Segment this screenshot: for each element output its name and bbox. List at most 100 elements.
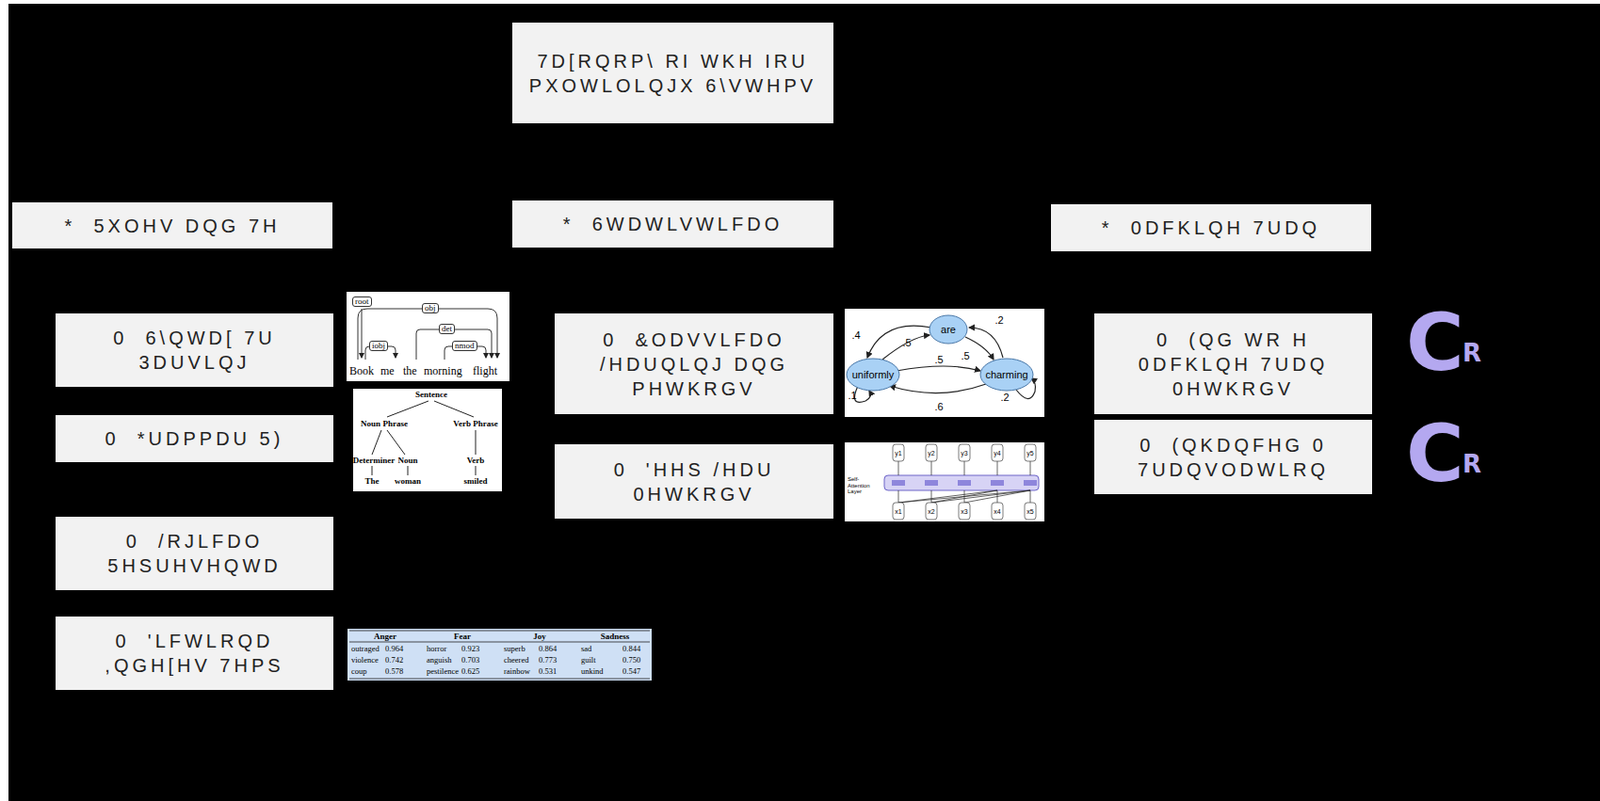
table-cell: horror <box>426 645 447 654</box>
method-box: 0 'HHS /HDU 0HWKRGV <box>554 444 834 519</box>
box-text: 0 'LFWLRQD ,QGH[HV 7HPS <box>63 629 326 679</box>
title-box: 7D[RQRP\ RI WKH IRU PXOWLOLQJX 6\VWHPV <box>512 22 834 124</box>
box-text: 0 /RJLFDO 5HSUHVHQWD <box>63 529 326 579</box>
tree-label: Sentence <box>415 390 448 400</box>
box-text: 0 (QKDQFHG 0 7UDQVODWLRQ <box>1101 433 1365 483</box>
table-cell: sad <box>581 645 592 654</box>
box-text: 7D[RQRP\ RI WKH IRU PXOWLOLQJX 6\VWHPV <box>519 48 826 98</box>
state-label: .2 <box>994 315 1003 326</box>
layer-label: y3 <box>960 450 968 457</box>
box-text: * 6WDWLVWLFDO <box>563 211 783 237</box>
box-text: * 0DFKLQH 7UDQ <box>1101 215 1321 241</box>
parse-tree <box>353 388 502 492</box>
table-cell: Anger <box>373 632 397 642</box>
state-label: .5 <box>934 355 943 366</box>
layer-label: Self-Attention Layer <box>847 476 880 496</box>
parse-label: det <box>438 323 455 335</box>
state-label: uniformly <box>852 370 895 381</box>
tree-label: Noun <box>397 456 418 466</box>
box-text: 0 6\QWD[ 7U 3DUVLQJ <box>63 325 326 375</box>
parse-label: root <box>352 296 372 308</box>
state-label: .2 <box>1000 392 1009 404</box>
table-cell: rainbow <box>503 667 531 677</box>
layer-label: x4 <box>993 508 1001 516</box>
table-cell: 0.625 <box>461 667 480 677</box>
table-cell: 0.578 <box>385 667 404 677</box>
table-cell: Sadness <box>600 632 631 642</box>
state-label: .1 <box>847 390 857 402</box>
tree-label: The <box>364 477 379 486</box>
logo-letter: C <box>1406 414 1465 494</box>
state-label: charming <box>985 370 1028 381</box>
logo-letter: R <box>1462 340 1482 366</box>
box-text: * 5XOHV DQG 7H <box>64 213 281 239</box>
box-text: 0 *UDPPDU 5) <box>105 426 285 452</box>
table-cell: 0.750 <box>622 656 641 665</box>
method-box: 0 /RJLFDO 5HSUHVHQWD <box>55 517 334 591</box>
layer-label: y1 <box>894 450 902 457</box>
state-label: .5 <box>902 338 911 349</box>
box-text: 0 (QG WR H 0DFKLQH 7UDQ 0HWKRGV <box>1101 327 1365 402</box>
table-cell: violence <box>351 656 379 665</box>
table-cell: pestilence <box>426 667 459 677</box>
parse-label: me <box>380 365 395 377</box>
category-header: * 6WDWLVWLFDO <box>512 200 834 248</box>
layer-label: x3 <box>960 508 968 516</box>
tree-label: Determiner <box>353 456 395 466</box>
table-cell: 0.742 <box>385 656 404 665</box>
table-cell: 0.864 <box>538 645 557 654</box>
tree-label: Verb Phrase <box>452 420 498 429</box>
parse-label: Book <box>349 365 374 377</box>
parse-label: nmod <box>452 340 478 352</box>
table-cell: anguish <box>426 656 452 665</box>
box-text: 0 &ODVVLFDO /HDUQLQJ DQG PHWKRGV <box>562 327 826 402</box>
method-box: 0 'LFWLRQD ,QGH[HV 7HPS <box>55 616 334 691</box>
method-box: 0 (QG WR H 0DFKLQH 7UDQ 0HWKRGV <box>1094 313 1373 415</box>
table-cell: 0.531 <box>538 667 557 677</box>
table-cell: 0.923 <box>461 645 480 654</box>
table-cell: 0.844 <box>622 645 641 654</box>
method-box: 0 6\QWD[ 7U 3DUVLQJ <box>55 313 334 388</box>
emotion-table <box>347 629 652 681</box>
layer-label: x5 <box>1026 508 1034 516</box>
layer-label: x1 <box>894 508 902 516</box>
category-header: * 5XOHV DQG 7H <box>12 202 333 249</box>
table-cell: coup <box>351 667 368 677</box>
parse-label: morning <box>423 365 463 377</box>
table-cell: Fear <box>453 632 471 642</box>
layer-label: y5 <box>1026 450 1034 457</box>
state-label: .4 <box>851 330 860 341</box>
parse-label: obj <box>421 303 439 314</box>
table-cell: superb <box>503 645 526 654</box>
box-text: 0 'HHS /HDU 0HWKRGV <box>562 457 826 507</box>
tree-label: Verb <box>467 456 485 466</box>
state-label: are <box>940 324 956 336</box>
table-cell: 0.964 <box>385 645 404 654</box>
table-cell: 0.703 <box>461 656 480 665</box>
table-cell: cheered <box>503 656 529 665</box>
method-box: 0 (QKDQFHG 0 7UDQVODWLRQ <box>1094 420 1373 495</box>
method-box: 0 &ODVVLFDO /HDUQLQJ DQG PHWKRGV <box>554 313 834 415</box>
table-cell: unkind <box>581 667 604 677</box>
hmm-graph <box>844 308 1045 418</box>
tree-label: smiled <box>463 477 487 486</box>
state-label: .5 <box>960 351 970 362</box>
layer-label: y2 <box>927 450 935 457</box>
table-cell: 0.773 <box>538 656 557 665</box>
table-cell: outraged <box>351 645 380 654</box>
state-label: .6 <box>934 402 943 413</box>
layer-label: x2 <box>927 508 935 516</box>
tree-label: woman <box>394 477 421 486</box>
self-attention <box>844 442 1045 522</box>
table-cell: 0.547 <box>622 667 641 677</box>
table-cell: Joy <box>533 632 547 642</box>
dependency-parse <box>346 291 510 382</box>
logo-letter: C <box>1406 303 1465 383</box>
parse-label: the <box>403 365 418 377</box>
layer-label: y4 <box>993 450 1001 457</box>
parse-label: flight <box>472 365 498 377</box>
parse-label: iobj <box>369 340 388 352</box>
method-box: 0 *UDPPDU 5) <box>55 415 334 463</box>
tree-label: Noun Phrase <box>360 420 408 429</box>
logo-letter: R <box>1462 452 1482 477</box>
